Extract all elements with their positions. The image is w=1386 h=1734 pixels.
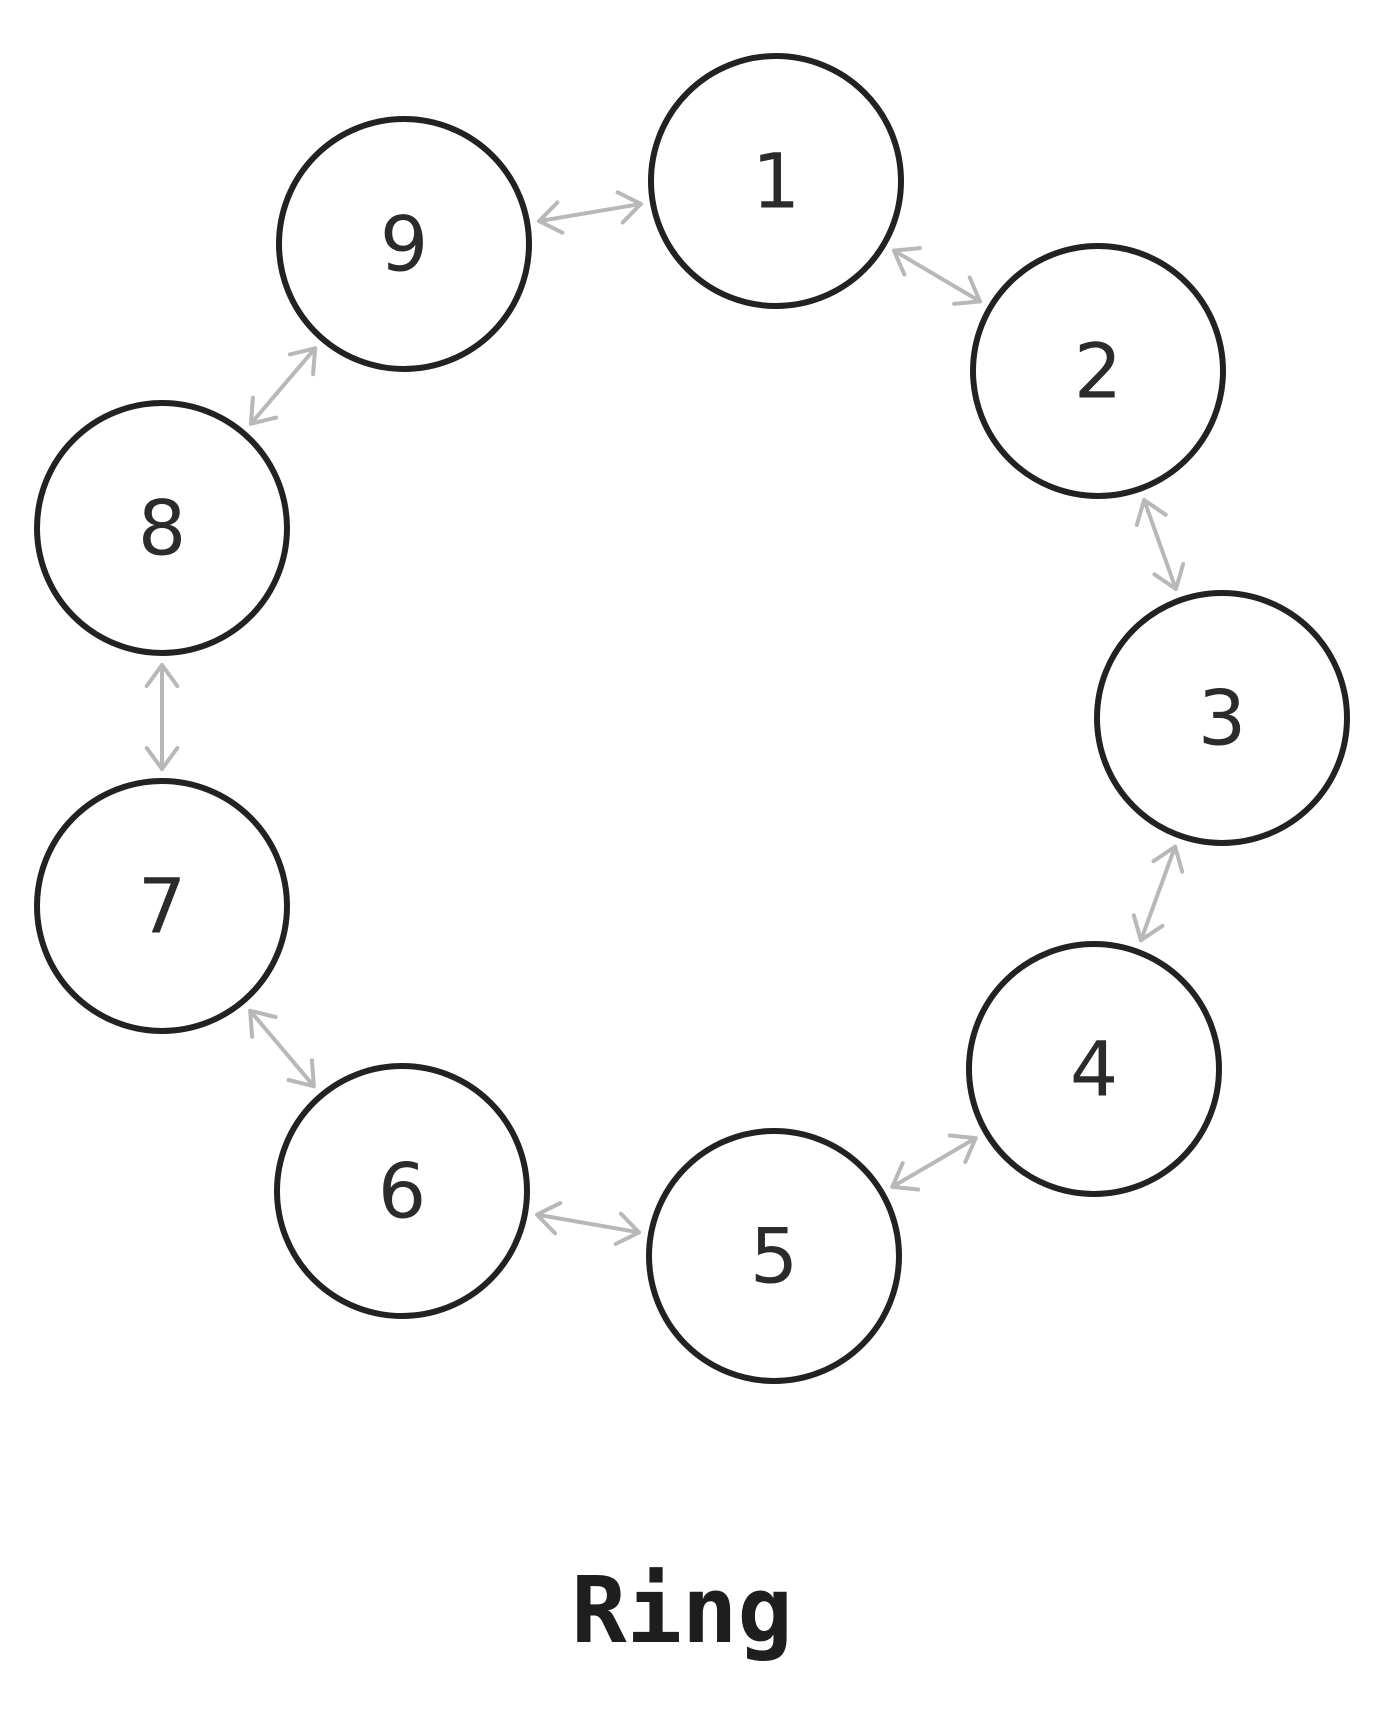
node-label: 4 xyxy=(1070,1025,1118,1114)
arrowhead xyxy=(615,190,643,225)
node-label: 1 xyxy=(752,137,800,226)
node-label: 9 xyxy=(380,200,428,289)
edge-line xyxy=(537,201,643,224)
node-circle xyxy=(646,1128,902,1384)
node-7: 7 xyxy=(34,778,290,1034)
arrowhead xyxy=(952,275,982,306)
arrowhead xyxy=(248,1008,278,1039)
edge-line xyxy=(535,1212,641,1235)
edge-line xyxy=(1138,844,1178,943)
arrowhead xyxy=(248,395,279,426)
node-label: 6 xyxy=(378,1147,426,1236)
edge-line xyxy=(248,346,318,426)
edge-line xyxy=(892,248,982,304)
node-circle xyxy=(970,243,1226,499)
arrowhead xyxy=(144,746,180,771)
edge-line xyxy=(248,1008,316,1089)
arrowhead xyxy=(1131,913,1165,943)
node-circle xyxy=(274,1063,530,1319)
nodes-layer: 1 2 3 4 5 6 7 8 9 xyxy=(34,53,1350,1384)
node-label: 7 xyxy=(138,862,186,951)
node-circle xyxy=(966,941,1222,1197)
edges-layer xyxy=(144,190,1186,1246)
arrowhead xyxy=(144,663,180,688)
arrowhead xyxy=(890,1161,921,1192)
arrowhead xyxy=(1152,562,1186,591)
edge-2-3 xyxy=(1134,498,1186,591)
node-label: 8 xyxy=(138,484,186,573)
edge-9-1 xyxy=(537,190,643,235)
node-label: 5 xyxy=(750,1212,798,1301)
arrowhead xyxy=(613,1211,641,1246)
node-circle xyxy=(1094,590,1350,846)
node-4: 4 xyxy=(966,941,1222,1197)
arrowhead xyxy=(537,200,565,235)
node-2: 2 xyxy=(970,243,1226,499)
node-6: 6 xyxy=(274,1063,530,1319)
node-circle xyxy=(648,53,904,309)
node-9: 9 xyxy=(276,116,532,372)
edge-4-5 xyxy=(890,1133,978,1192)
edge-3-4 xyxy=(1131,844,1185,943)
arrowhead xyxy=(287,346,318,377)
node-circle xyxy=(34,778,290,1034)
node-3: 3 xyxy=(1094,590,1350,846)
arrowhead xyxy=(892,246,922,277)
arrowhead xyxy=(1134,498,1168,527)
edge-line xyxy=(890,1136,978,1189)
node-1: 1 xyxy=(648,53,904,309)
node-5: 5 xyxy=(646,1128,902,1384)
edge-8-9 xyxy=(248,346,318,426)
node-8: 8 xyxy=(34,400,290,656)
diagram-title: Ring xyxy=(571,1557,793,1664)
arrowhead xyxy=(1151,844,1185,874)
arrowhead xyxy=(947,1133,978,1164)
node-circle xyxy=(276,116,532,372)
node-circle xyxy=(34,400,290,656)
edge-line xyxy=(1142,498,1178,591)
edge-1-2 xyxy=(892,246,982,306)
edge-7-8 xyxy=(144,663,180,771)
edge-5-6 xyxy=(535,1201,641,1246)
edge-6-7 xyxy=(248,1008,316,1089)
arrowhead xyxy=(535,1201,563,1236)
node-label: 3 xyxy=(1198,674,1246,763)
node-label: 2 xyxy=(1074,327,1122,416)
arrowhead xyxy=(286,1058,316,1089)
